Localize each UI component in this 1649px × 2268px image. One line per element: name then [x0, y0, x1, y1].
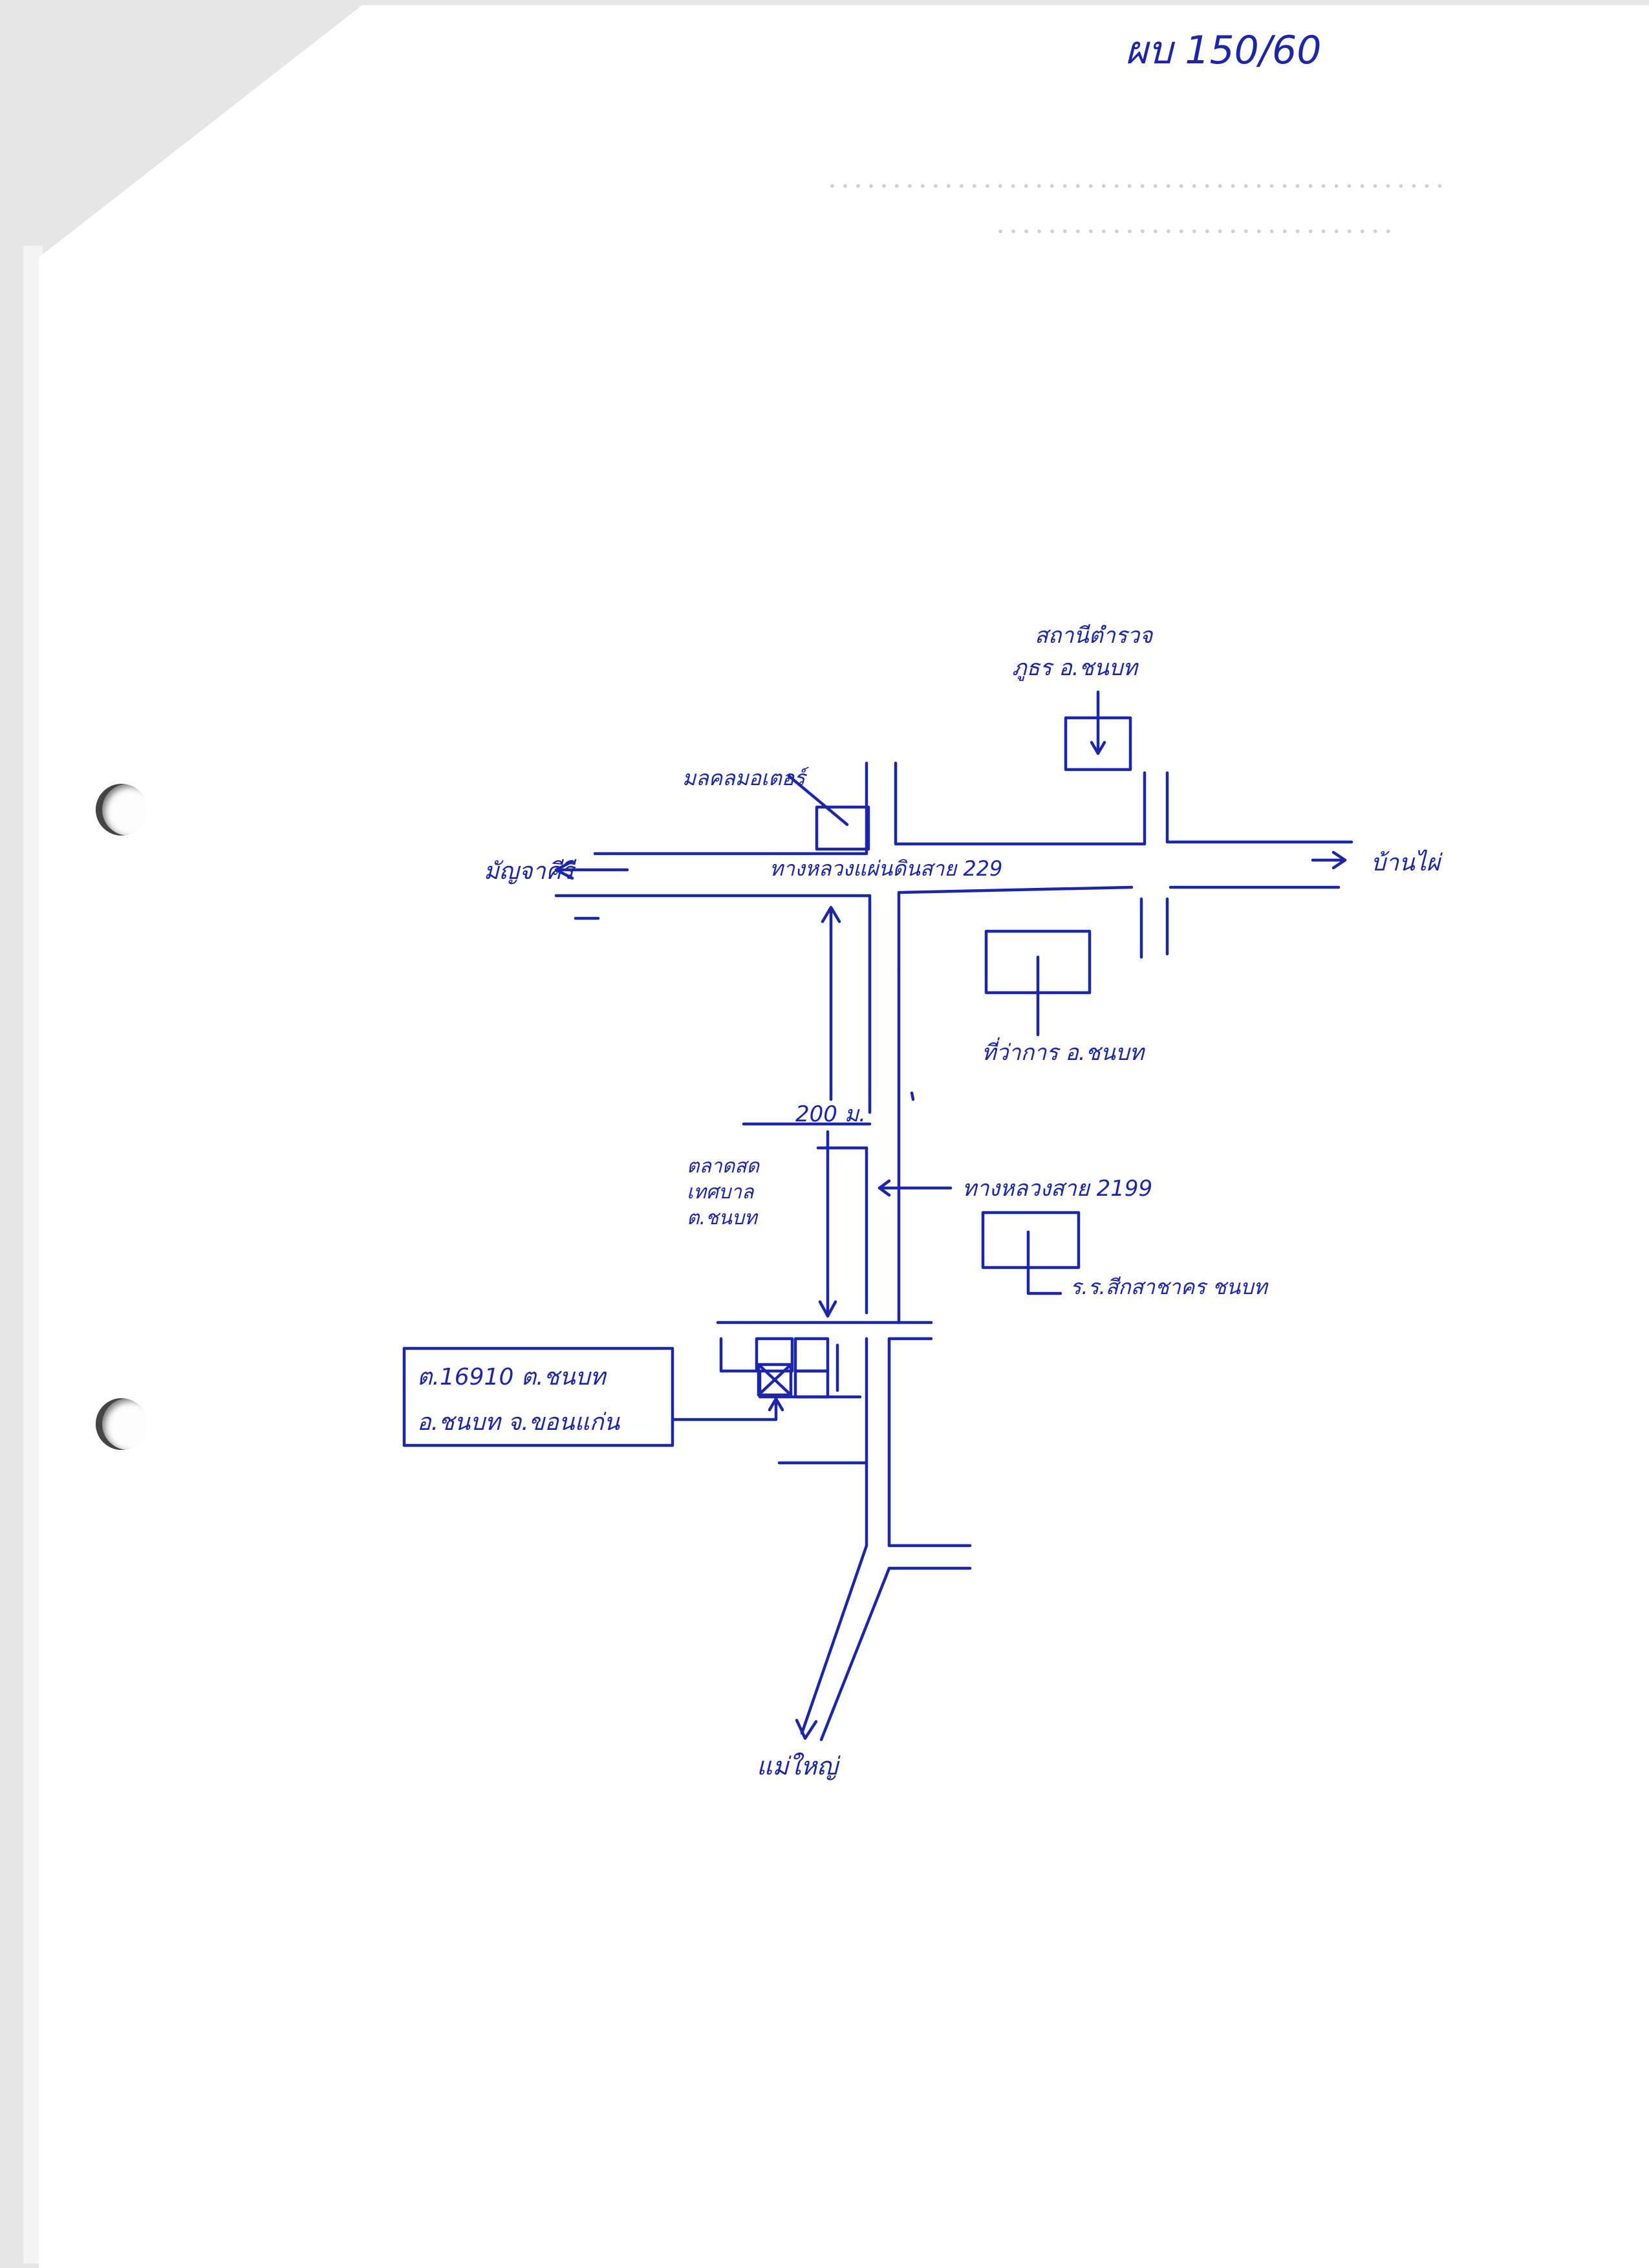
school-box	[981, 1211, 1081, 1269]
house-target-x2	[757, 1363, 793, 1397]
house-target-box	[757, 1363, 793, 1397]
west-destination-label: มัญจาคีรี	[484, 858, 574, 885]
small-tick	[910, 1091, 915, 1101]
address-pointer	[671, 1401, 778, 1421]
document-number: ผบ 150/60	[1125, 28, 1322, 73]
faint-header-line-1: ........................................…	[828, 162, 1449, 195]
police-station-label-2: ภูธร อ.ชนบท	[1012, 655, 1137, 681]
motorcycle-shop-box	[815, 805, 870, 851]
paper-sheet	[39, 5, 1649, 2268]
hwy229-north-west	[593, 761, 868, 856]
highway-2199-label: ทางหลวงสาย 2199	[962, 1176, 1153, 1202]
arrow-west-head	[554, 859, 574, 880]
south-road-west	[800, 1460, 868, 1735]
faint-header-line-2: ...............................	[996, 207, 1397, 240]
school-pointer	[1026, 1230, 1062, 1295]
hwy229-north-mid	[894, 761, 1147, 846]
highway-229-label: ทางหลวงแผ่นดินสาย 229	[770, 856, 1003, 881]
punch-hole-top	[96, 784, 147, 836]
address-line-1: ต.16910 ต.ชนบท	[417, 1364, 606, 1390]
hwy229-south-east	[897, 885, 1134, 972]
house-lot-cell-1	[755, 1337, 794, 1373]
house-lot-cell-3	[793, 1369, 830, 1399]
house-lot-cell-2	[793, 1337, 830, 1373]
police-station-label-1: สถานีตำรวจ	[1035, 623, 1153, 649]
hwy229-north-east	[1165, 771, 1353, 844]
punch-hole-bottom	[96, 1398, 147, 1450]
arrow-south-head	[795, 1718, 818, 1740]
distance-label: 200 ม.	[795, 1101, 866, 1127]
hwy2199-pointer-head	[878, 1179, 891, 1197]
market-label-1: ตลาดสด	[687, 1155, 759, 1178]
address-pointer-head	[768, 1397, 784, 1412]
district-office-label: ที่ว่าการ อ.ชนบท	[982, 1040, 1144, 1066]
market-label-2: เทศบาล	[687, 1181, 754, 1204]
east-destination-label: บ้านไผ่	[1371, 850, 1440, 876]
market-label-3: ต.ชนบท	[687, 1207, 757, 1229]
distance-arrow-down-head	[818, 1300, 837, 1318]
arrow-east-head	[1331, 850, 1347, 870]
motorcycle-shop-pointer	[787, 774, 849, 826]
address-box	[402, 1346, 674, 1447]
south-road-east	[819, 1566, 891, 1742]
school-label: ร.ร.สีกสาชาคร ชนบท	[1070, 1275, 1267, 1299]
address-line-2: อ.ชนบท จ.ขอนแก่น	[417, 1409, 620, 1436]
police-station-arrow-head	[1090, 740, 1106, 755]
distance-arrow-up-head	[821, 905, 841, 923]
motorcycle-shop-label: มลคลมอเตอร์	[682, 766, 806, 790]
south-destination-label: แม่ใหญ่	[757, 1752, 838, 1780]
